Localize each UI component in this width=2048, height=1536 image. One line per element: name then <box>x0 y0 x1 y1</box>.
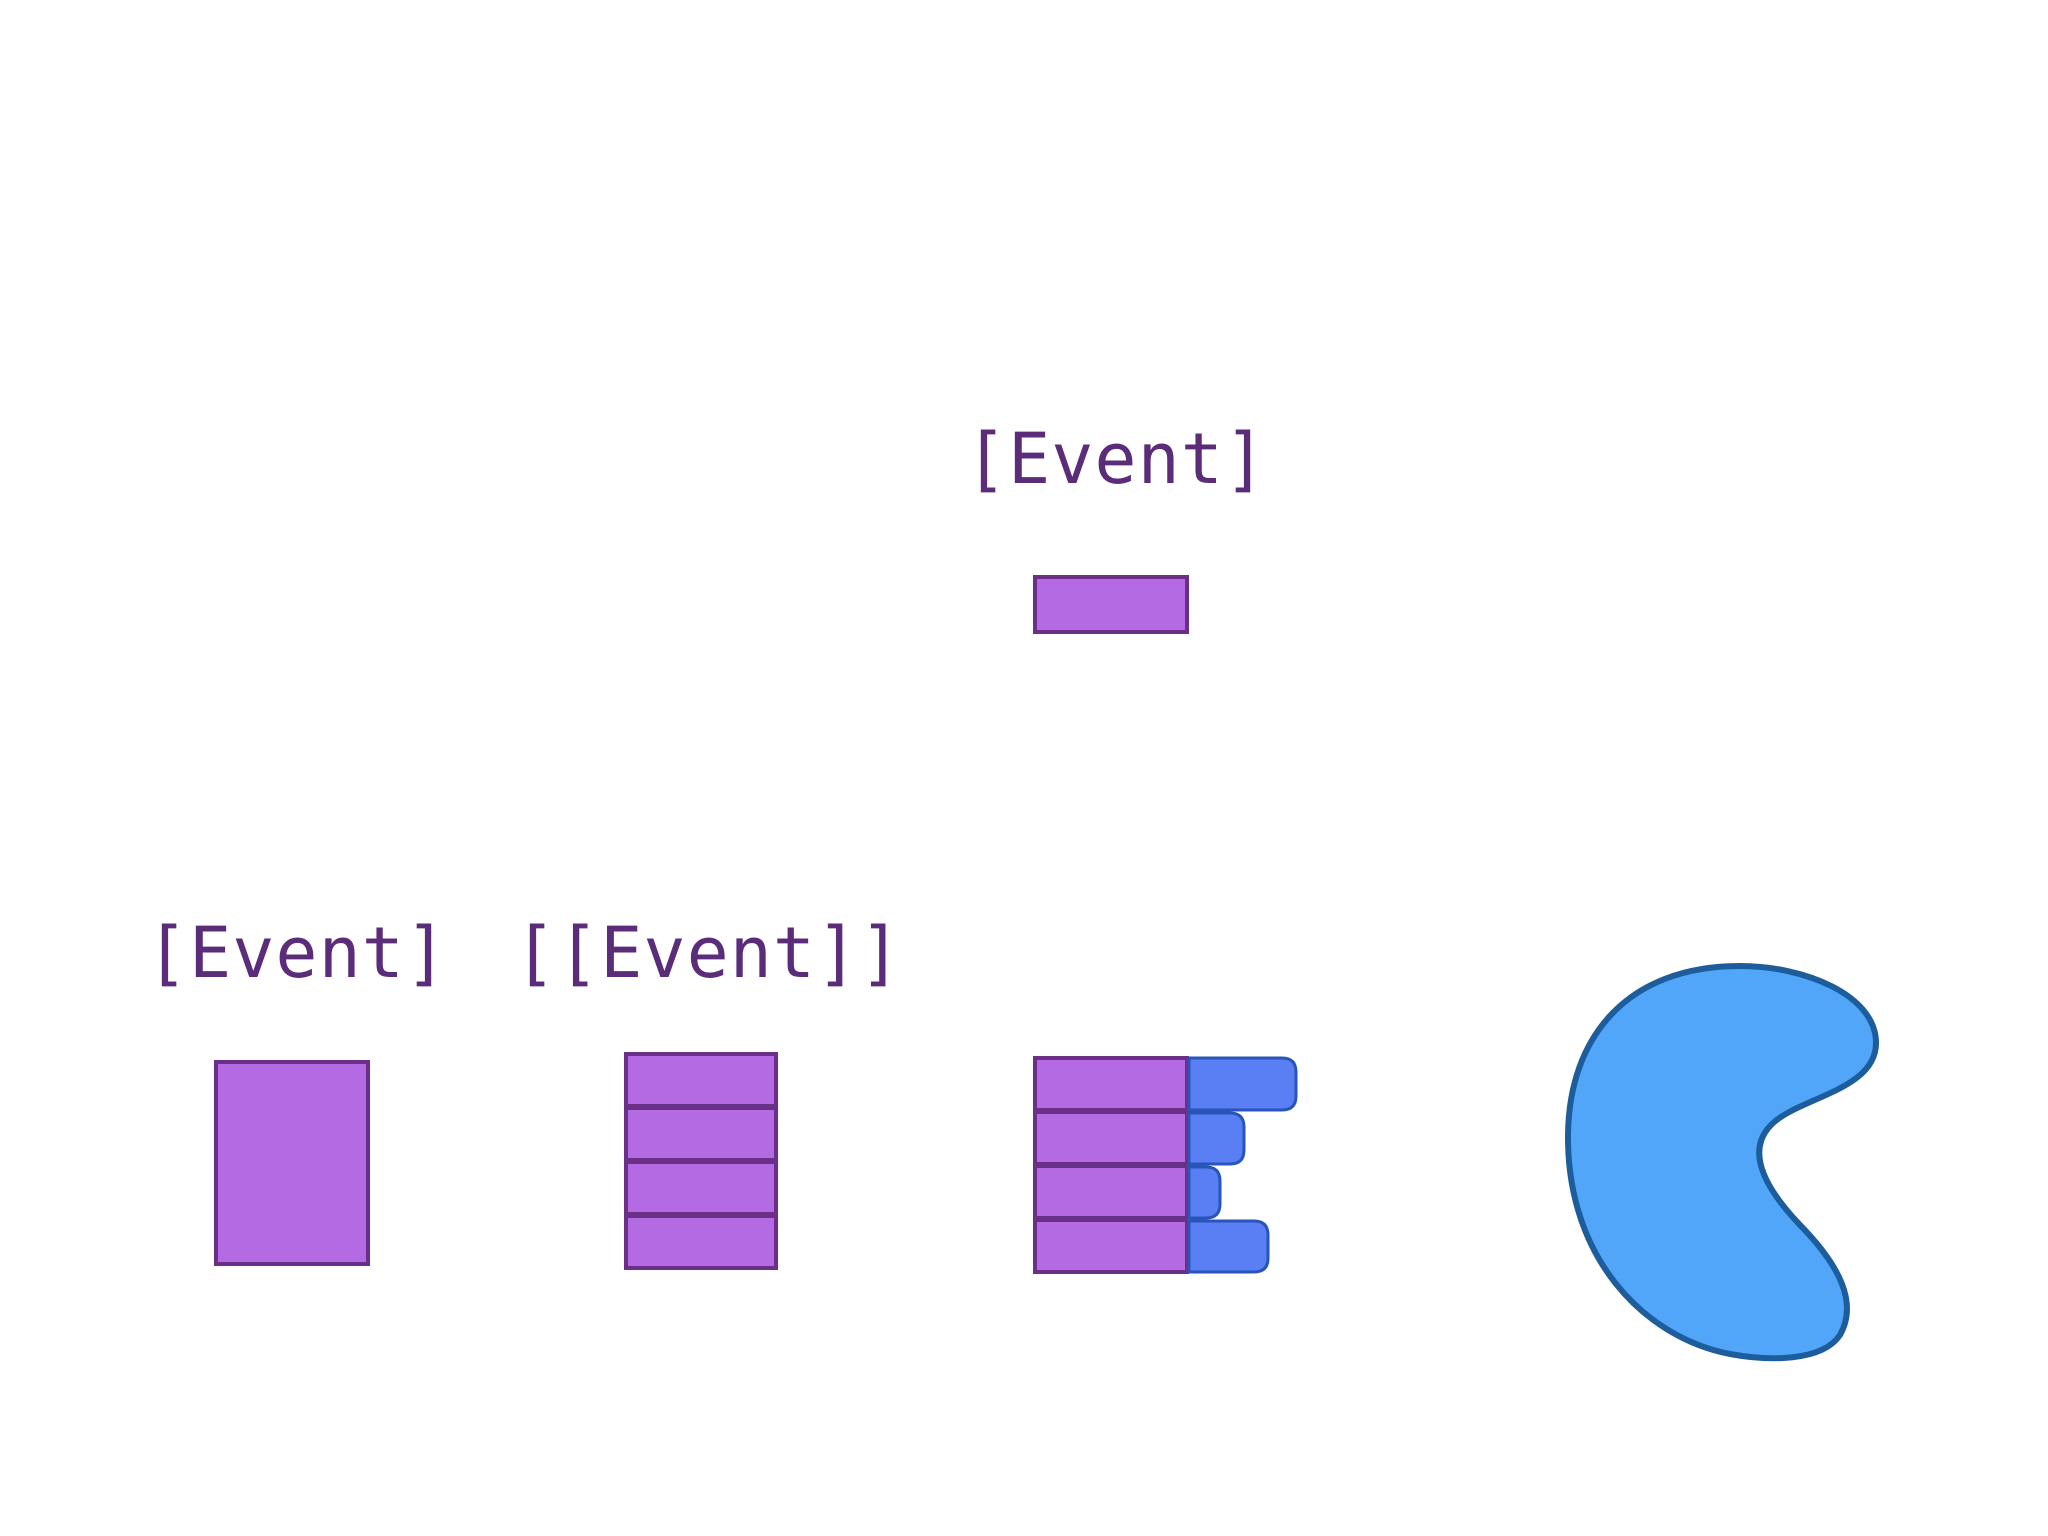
stack-bar-3 <box>624 1160 778 1216</box>
stack-bar-2 <box>624 1106 778 1162</box>
stack-bar-1 <box>624 1052 778 1108</box>
tab-stack-bar-1 <box>1033 1056 1189 1112</box>
blue-tab-3 <box>1187 1165 1222 1220</box>
tab-stack-bar-3 <box>1033 1164 1189 1220</box>
event-array-stack <box>624 1052 778 1270</box>
stack-bar-4 <box>624 1214 778 1270</box>
single-event-block <box>214 1060 370 1266</box>
event-stack-with-tabs <box>1033 1056 1298 1274</box>
blue-blob <box>1564 963 1880 1362</box>
blue-tab-2 <box>1187 1111 1246 1166</box>
tab-stack-bar-4 <box>1033 1218 1189 1274</box>
label-event-array: [[Event]] <box>514 912 903 994</box>
label-event-left: [Event] <box>146 912 449 994</box>
single-event-bar <box>1033 575 1189 634</box>
blue-tab-4 <box>1187 1219 1270 1274</box>
tab-stack-bar-2 <box>1033 1110 1189 1166</box>
label-event-top: [Event] <box>965 418 1268 500</box>
blue-tab-1 <box>1187 1056 1298 1112</box>
